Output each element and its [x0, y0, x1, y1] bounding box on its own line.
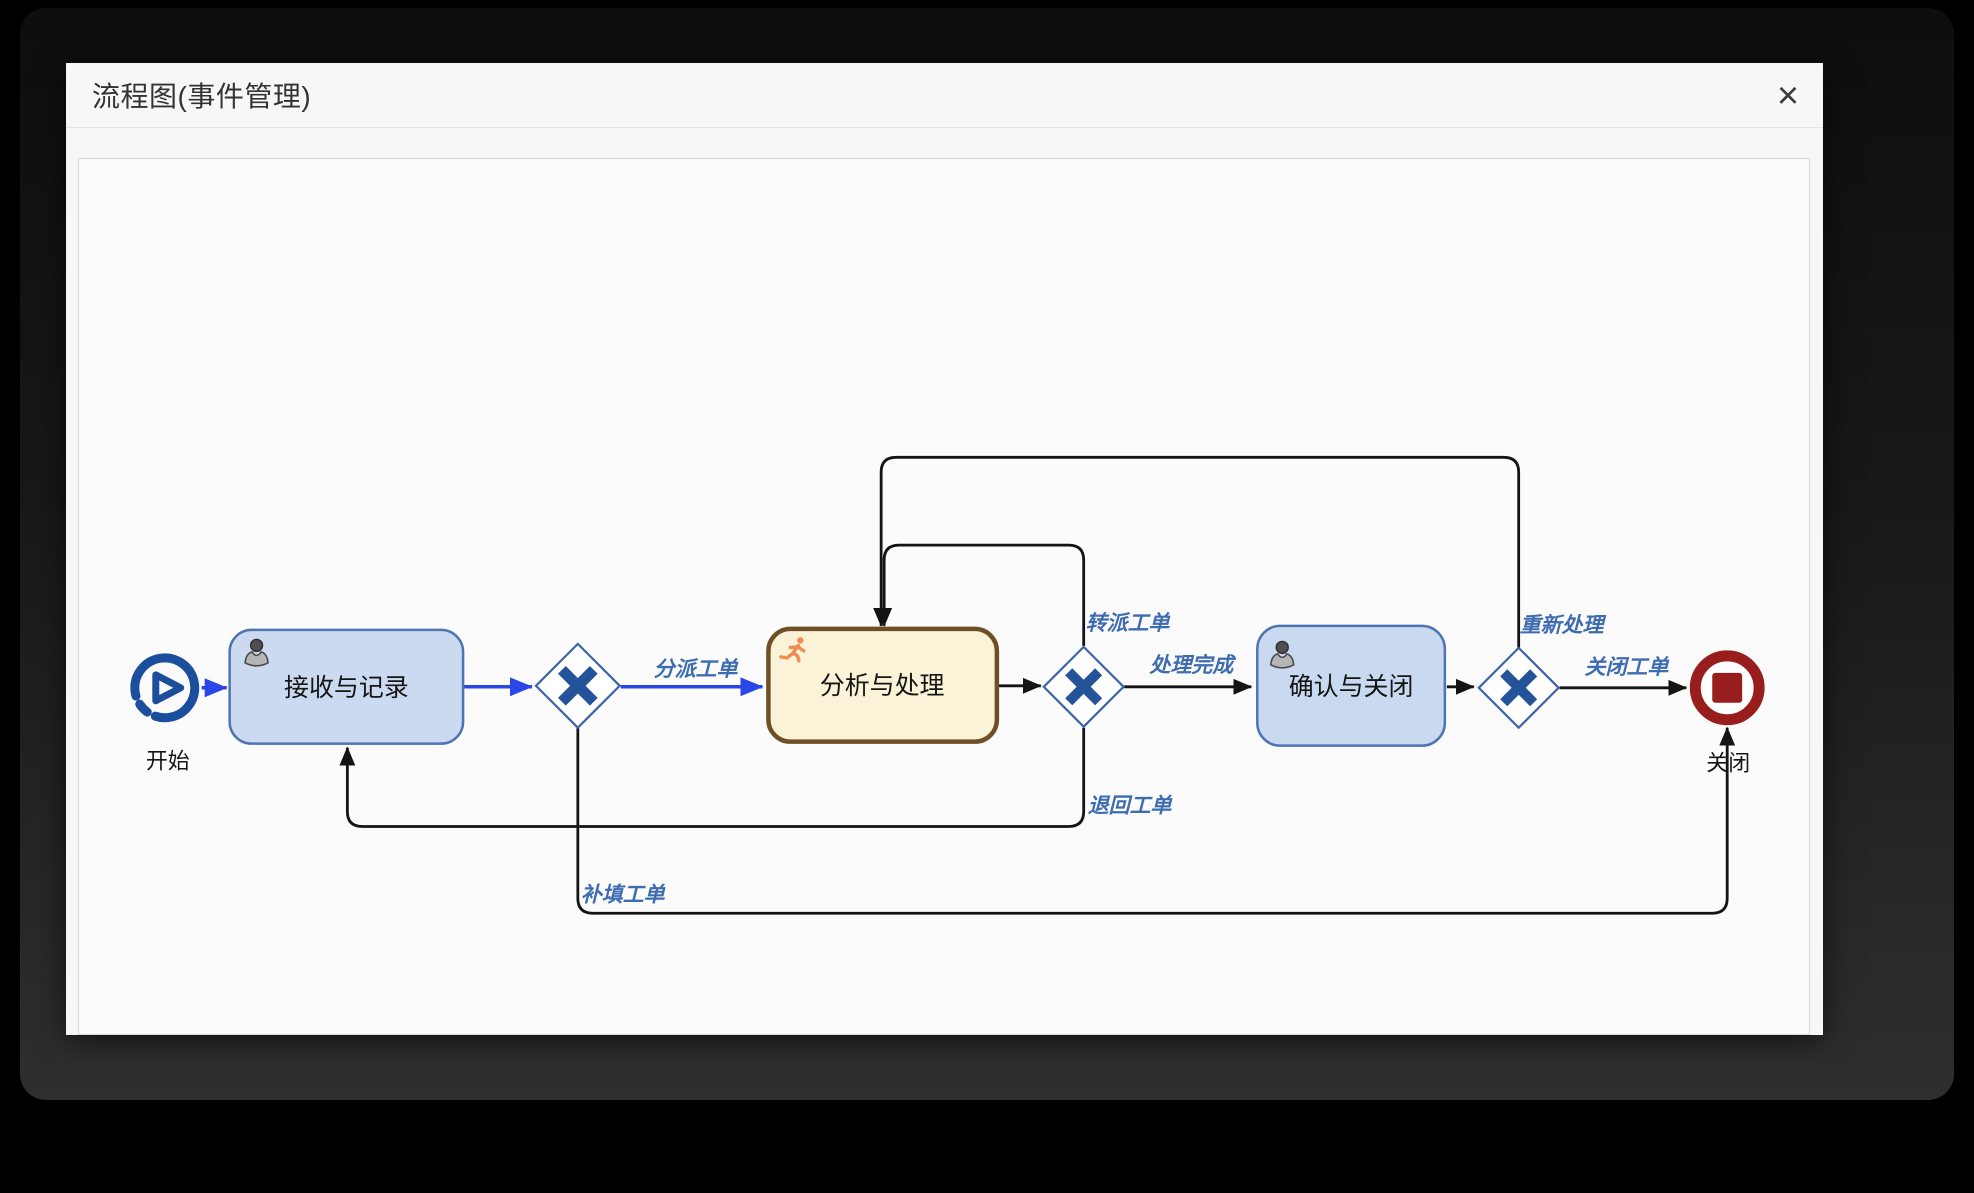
- page-title: 流程图(事件管理): [92, 81, 312, 112]
- x-mark-icon: [1500, 669, 1538, 707]
- diagram-panel: 分派工单 转派工单 处理完成 退回工单 补填工单 重新处理 关闭工单 开始 接收…: [78, 158, 1810, 1035]
- modal-header: 流程图(事件管理): [66, 63, 1823, 128]
- flow-label-refill: 补填工单: [581, 883, 667, 906]
- bpmn-diagram: 分派工单 转派工单 处理完成 退回工单 补填工单 重新处理 关闭工单 开始 接收…: [130, 455, 1765, 915]
- start-event-node: 开始: [130, 653, 200, 774]
- flow-label-complete: 处理完成: [1149, 653, 1237, 677]
- flow-reprocess-loop: [873, 455, 1521, 648]
- start-event-label: 开始: [146, 749, 190, 774]
- flow-label-dispatch: 分派工单: [654, 657, 740, 681]
- task-confirm-node: 确认与关闭: [1256, 624, 1447, 747]
- flow-label-close: 关闭工单: [1585, 656, 1671, 679]
- task-receive-node: 接收与记录: [228, 628, 465, 745]
- gateway-2: [1042, 645, 1126, 729]
- task-analyze-node: 分析与处理: [766, 626, 1000, 744]
- task-receive-label: 接收与记录: [284, 674, 409, 702]
- flow-return-loop: [339, 727, 1086, 828]
- task-analyze-label: 分析与处理: [820, 672, 945, 700]
- flow-label-reprocess: 重新处理: [1520, 613, 1607, 637]
- gateway-1: [534, 642, 622, 730]
- close-button[interactable]: ×: [1767, 75, 1809, 117]
- flow-label-return: 退回工单: [1088, 795, 1174, 818]
- flow-diagram-modal: 流程图(事件管理) ×: [66, 63, 1823, 1035]
- start-event-ring: [130, 653, 200, 723]
- flow-refill: [576, 726, 1736, 915]
- end-event-node: 关闭: [1689, 650, 1765, 776]
- task-confirm-label: 确认与关闭: [1289, 673, 1414, 701]
- close-icon: ×: [1776, 75, 1800, 117]
- flow-label-transfer: 转派工单: [1086, 611, 1172, 635]
- gateway-3: [1477, 646, 1561, 730]
- stop-icon: [1712, 672, 1743, 703]
- end-event-label: 关闭: [1706, 751, 1750, 776]
- x-mark-icon: [557, 665, 598, 706]
- x-mark-icon: [1065, 668, 1103, 706]
- play-icon: [152, 671, 185, 705]
- flow-transfer-loop: [876, 543, 1086, 646]
